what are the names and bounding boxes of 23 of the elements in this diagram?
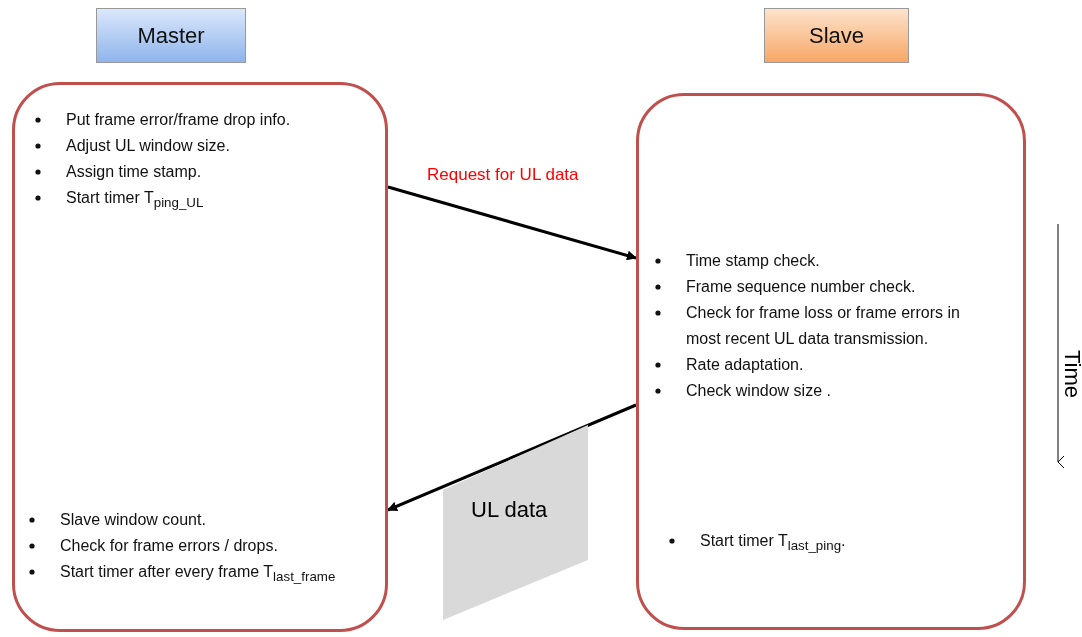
axis-label: Time <box>1059 350 1082 399</box>
process-panel <box>636 93 1026 630</box>
bullet-item: Start timer after every frame T$_{last_frame}$ <box>60 562 337 587</box>
actor-header: Master <box>96 8 246 63</box>
bullet-item: Time stamp check. <box>686 251 821 271</box>
bullet-item: Check for frame loss or frame errors in most recent UL data transmission. <box>686 303 961 349</box>
bullet-item: Adjust UL window size. <box>66 136 231 156</box>
bullet-item: Assign time stamp. <box>66 162 203 182</box>
bullet-item: Start timer T$_{ping_UL}$ <box>66 188 205 213</box>
bullet-item: Start timer T$_{last_ping}$. <box>700 531 847 556</box>
bullet-item: Put frame error/frame drop info. <box>66 110 292 130</box>
edge-label: Request for UL data <box>427 165 579 185</box>
actor-header: Slave <box>764 8 909 63</box>
bullet-item: Check for frame errors / drops. <box>60 536 279 556</box>
bullet-item: Rate adaptation. <box>686 355 805 375</box>
arrow <box>387 403 637 512</box>
arrow <box>387 185 637 261</box>
bullet-item: Frame sequence number check. <box>686 277 917 297</box>
bullet-item: Slave window count. <box>60 510 207 530</box>
bullet-item: Check window size . <box>686 381 832 401</box>
process-panel <box>12 82 388 632</box>
data-block <box>443 425 588 620</box>
block-label: UL data <box>471 497 548 523</box>
